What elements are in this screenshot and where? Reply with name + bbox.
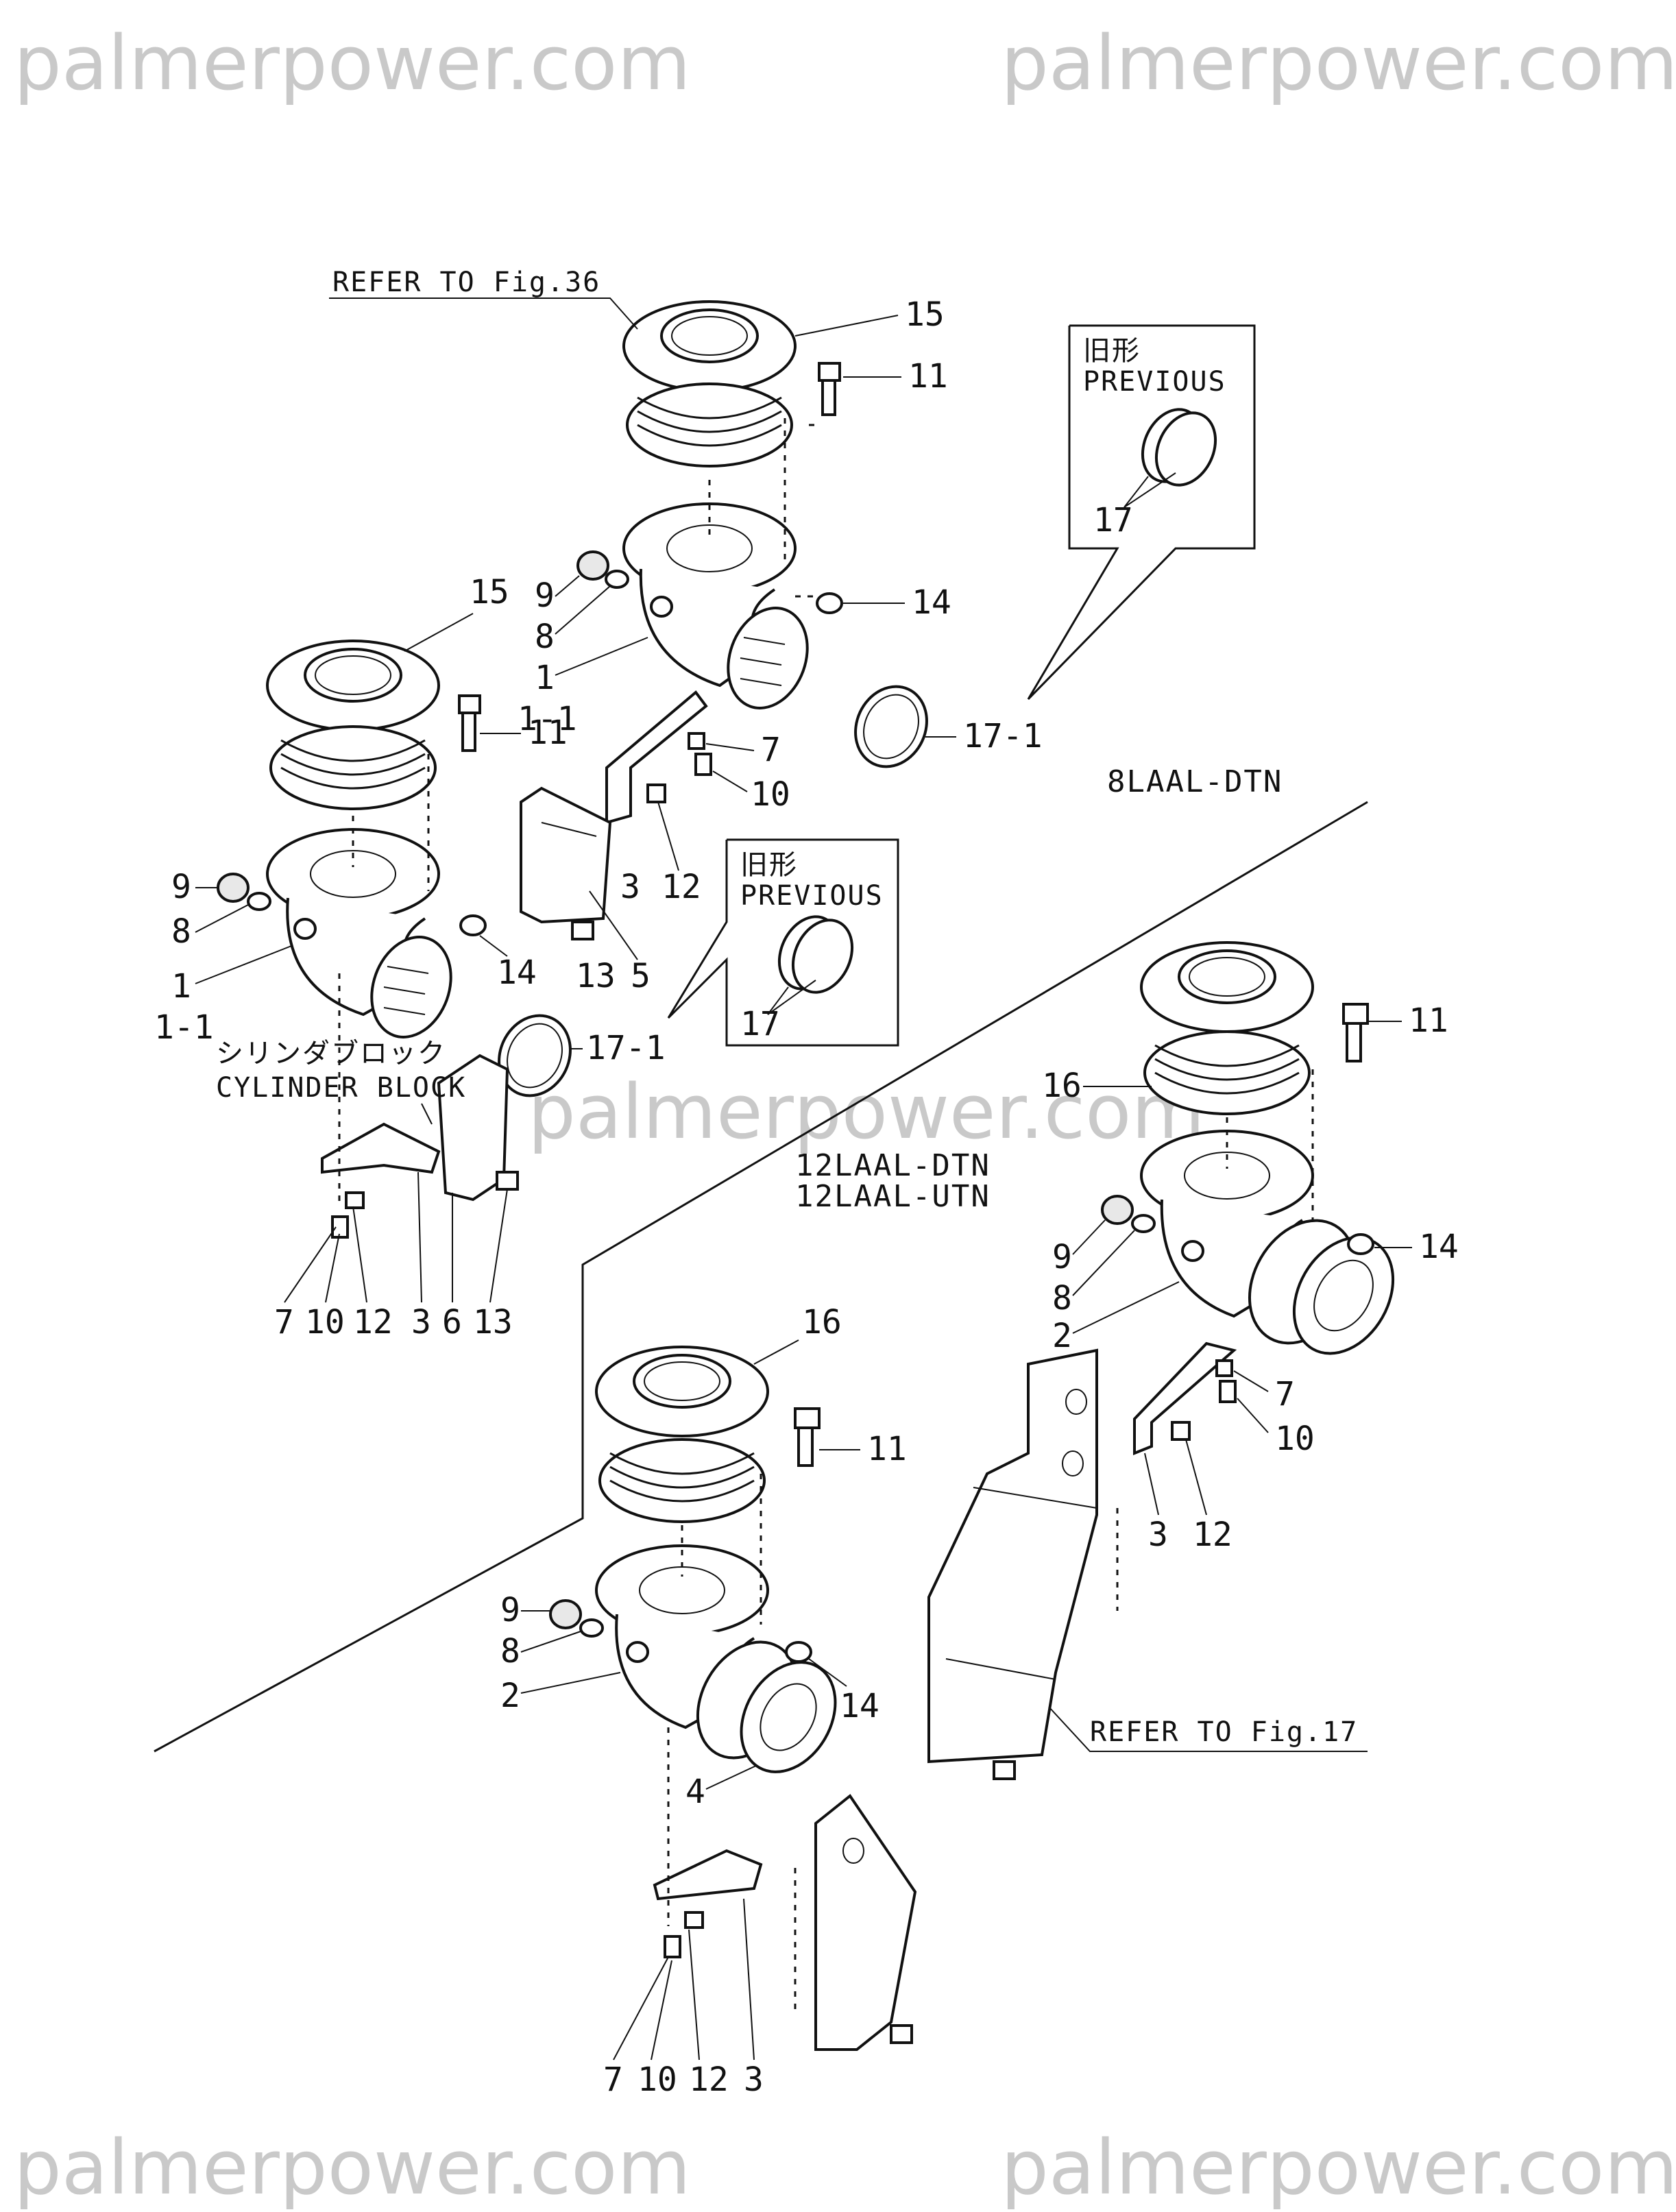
watermark-center: palmerpower.com: [528, 1068, 1205, 1156]
callouts-a: 15 11 9 8 14 1 1-1 17-1 7 10 3 12 13 5: [518, 295, 1043, 995]
callout: 7: [274, 1303, 294, 1341]
callout: 7: [1275, 1375, 1295, 1413]
callout: 14: [912, 583, 951, 622]
refer-fig36: REFER TO Fig.36: [332, 267, 600, 298]
callout: 12: [689, 2061, 729, 2099]
model-8laal-dtn: 8LAAL-DTN: [1107, 764, 1283, 799]
previous-part: 17: [740, 1005, 780, 1043]
callout: 14: [840, 1687, 879, 1725]
callout: 3: [620, 868, 640, 906]
callout: 3: [1148, 1516, 1168, 1554]
callout: 10: [637, 2061, 677, 2099]
cylinder-block-jp: シリンダブロック: [216, 1038, 446, 1069]
model-12laal-utn: 12LAAL-UTN: [795, 1179, 991, 1214]
previous-jp: 旧形: [740, 849, 798, 881]
assembly-d: [549, 1346, 917, 2051]
callout: 2: [500, 1677, 520, 1715]
callout: 8: [535, 618, 555, 656]
callout: 9: [1052, 1238, 1072, 1276]
cylinder-block-en: CYLINDER BLOCK: [216, 1072, 466, 1104]
callout: 1: [171, 967, 191, 1006]
callout: 14: [1419, 1228, 1459, 1266]
section-divider: [154, 801, 1368, 1753]
callout: 16: [1042, 1067, 1082, 1105]
callout: 4: [685, 1773, 705, 1811]
callout: 13: [473, 1303, 513, 1341]
callout: 7: [603, 2061, 623, 2099]
previous-en: PREVIOUS: [740, 880, 884, 912]
assembly-b: [217, 640, 572, 1239]
callout: 13: [576, 957, 616, 995]
callout: 15: [470, 573, 509, 611]
previous-part: 17: [1093, 501, 1133, 539]
callout: 6: [442, 1303, 462, 1341]
callout: 8: [1052, 1279, 1072, 1317]
model-12laal-dtn: 12LAAL-DTN: [795, 1148, 991, 1183]
callout: 8: [171, 912, 191, 951]
refer-fig17: REFER TO Fig.17: [1090, 1716, 1358, 1748]
watermark-bottom-left: palmerpower.com: [14, 2124, 691, 2211]
assembly-a: [520, 300, 928, 940]
previous-jp: 旧形: [1083, 335, 1141, 367]
callout: 12: [1193, 1516, 1232, 1554]
callout: 9: [500, 1591, 520, 1629]
callout: 11: [1409, 1001, 1448, 1040]
callout: 3: [744, 2061, 764, 2099]
callout: 2: [1052, 1317, 1072, 1355]
callout: 10: [305, 1303, 345, 1341]
callouts-b: 15 11 9 8 14 1 1-1 17-1 7 10 12 3 6 13: [154, 573, 666, 1341]
callout: 1: [535, 659, 555, 697]
watermark-top-left: palmerpower.com: [14, 19, 691, 107]
callout: 7: [761, 731, 781, 769]
callout: 15: [905, 295, 945, 334]
callout: 11: [908, 357, 948, 396]
callout: 9: [535, 576, 555, 615]
callout: 16: [802, 1303, 842, 1341]
watermark-top-right: palmerpower.com: [1001, 19, 1676, 107]
callout: 1-1: [518, 700, 577, 738]
callout: 12: [661, 868, 701, 906]
previous-box-2: 旧形 PREVIOUS 17: [667, 838, 899, 1047]
callouts-c: 11 16 9 8 14 2 7 10 3 12: [1042, 1001, 1459, 1554]
callout: 3: [411, 1303, 431, 1341]
callout: 10: [751, 775, 790, 814]
callout: 17-1: [586, 1029, 666, 1067]
callout: 11: [528, 714, 568, 752]
callout: 8: [500, 1632, 520, 1670]
assembly-c: [927, 941, 1395, 1780]
callout: 9: [171, 868, 191, 906]
callout: 10: [1275, 1420, 1315, 1458]
callout: 14: [497, 953, 537, 992]
watermark-bottom-right: palmerpower.com: [1001, 2124, 1676, 2211]
callouts-d: 16 11 9 8 2 14 4 7 10 12 3: [500, 1303, 907, 2099]
previous-box-1: 旧形 PREVIOUS 17: [1027, 324, 1256, 701]
callout: 1-1: [154, 1008, 214, 1047]
callout: 17-1: [963, 717, 1043, 755]
callout: 5: [631, 957, 651, 995]
callout: 12: [353, 1303, 393, 1341]
callout: 11: [867, 1430, 907, 1468]
previous-en: PREVIOUS: [1083, 366, 1226, 398]
